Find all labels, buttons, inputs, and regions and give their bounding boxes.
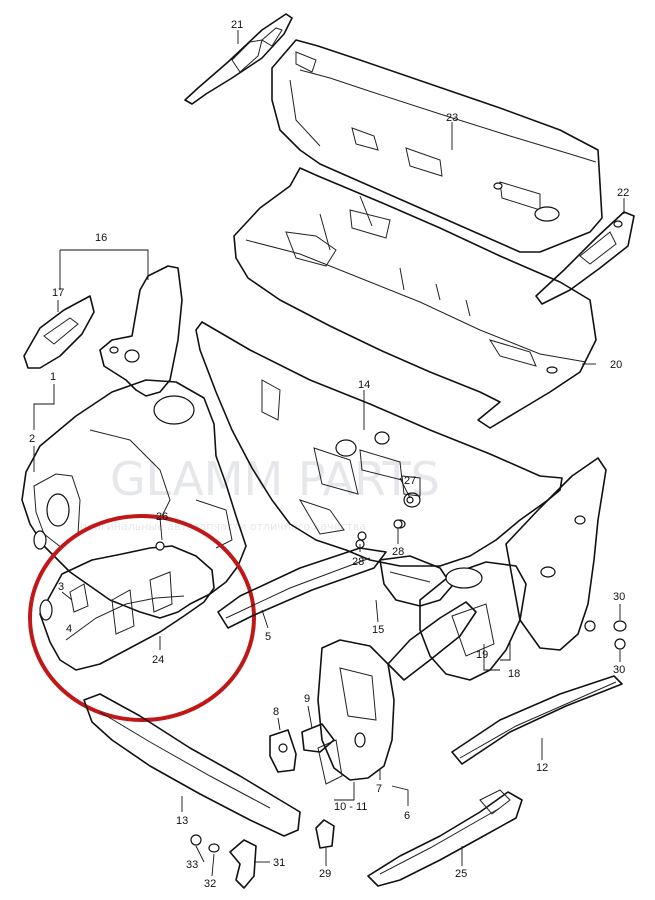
callout-27: 27 — [404, 475, 416, 487]
part-14-dash-panel — [195, 321, 563, 567]
part-9-bracket — [301, 723, 335, 753]
callout-24: 24 — [152, 654, 164, 666]
callout-22: 22 — [617, 187, 629, 199]
callout-28a: 28 — [352, 556, 364, 568]
part-16-17-side-pillar — [23, 265, 183, 397]
watermark-brand: GLAMM PARTS — [110, 452, 440, 506]
part-21-upper-bracket — [184, 13, 293, 105]
part-23-cowl-top-panel — [271, 39, 603, 253]
part-13-lower-crossmember — [83, 693, 301, 837]
callout-5: 5 — [265, 631, 271, 643]
callout-30a: 30 — [613, 591, 625, 603]
callout-28b: 28 — [392, 546, 404, 558]
part-26-bolt — [155, 541, 165, 551]
callout-33: 33 — [186, 859, 198, 871]
callout-12: 12 — [536, 762, 548, 774]
watermark: GLAMM PARTS оригинальные автозапчасти от… — [80, 452, 440, 533]
part-18-19-right-wheel-housing — [419, 457, 607, 681]
part-15-lower-panel — [379, 555, 453, 607]
callout-4: 4 — [66, 623, 72, 635]
callout-17: 17 — [52, 287, 64, 299]
callout-31: 31 — [273, 857, 285, 869]
callout-20: 20 — [610, 359, 622, 371]
part-30-nut — [613, 620, 627, 650]
callout-15: 15 — [372, 624, 384, 636]
callout-23: 23 — [446, 112, 458, 124]
callout-30b: 30 — [613, 664, 625, 676]
leader-lines — [33, 30, 625, 877]
part-32-washer — [208, 843, 220, 853]
callout-10-11: 10 - 11 — [334, 801, 367, 813]
callout-7: 7 — [376, 783, 382, 795]
callout-16: 16 — [95, 232, 107, 244]
part-22-side-bracket — [535, 211, 635, 305]
part-12-rail — [451, 675, 623, 765]
callout-14: 14 — [358, 379, 370, 391]
callout-numbers: 21 23 22 16 17 20 14 1 2 27 26 3 4 28 28… — [29, 19, 629, 890]
callout-9: 9 — [304, 693, 310, 705]
callout-29: 29 — [319, 868, 331, 880]
part-33-bolt — [190, 834, 202, 846]
part-8-bracket — [269, 729, 297, 773]
part-25-floor-rail — [367, 789, 523, 887]
callout-8: 8 — [273, 706, 279, 718]
callout-26: 26 — [156, 511, 168, 523]
callout-25: 25 — [455, 868, 467, 880]
callout-21: 21 — [231, 19, 243, 31]
highlight-circle — [28, 514, 256, 722]
part-6-7-10-11-front-pillar — [317, 601, 477, 785]
callout-19: 19 — [476, 649, 488, 661]
callout-2: 2 — [29, 433, 35, 445]
callout-18: 18 — [508, 668, 520, 680]
part-20-cowl-lower-panel — [233, 167, 597, 429]
part-29-clip — [315, 819, 335, 849]
part-31-hook — [229, 839, 257, 889]
callout-32: 32 — [204, 878, 216, 890]
part-24-apron-bracket — [39, 545, 215, 671]
callout-13: 13 — [176, 815, 188, 827]
callout-1: 1 — [50, 371, 56, 383]
callout-6: 6 — [404, 810, 410, 822]
callout-3: 3 — [58, 581, 64, 593]
watermark-tagline: оригинальные автозапчасти отличного каче… — [80, 520, 366, 533]
